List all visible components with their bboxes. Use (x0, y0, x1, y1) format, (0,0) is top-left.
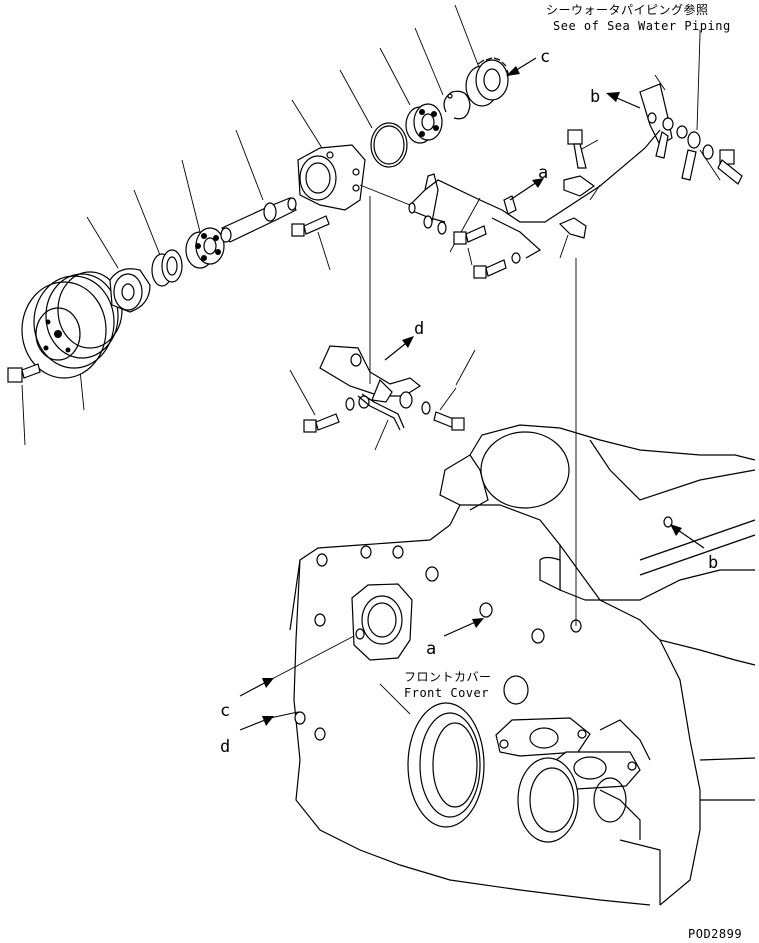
impeller-gear (465, 57, 510, 107)
clip-bolt (453, 225, 521, 279)
housing-bolt (291, 215, 330, 237)
front-cover-leader (379, 683, 411, 715)
pump-housing (297, 144, 411, 211)
callout-d-lower: d (220, 737, 230, 757)
lower-bracket (319, 196, 431, 431)
bearing (185, 227, 225, 269)
leader-lines (21, 4, 721, 451)
sea-water-en-label: See of Sea Water Piping (553, 19, 731, 33)
o-ring (370, 122, 408, 168)
lower-bolt-left (303, 413, 340, 433)
bracket-b (639, 83, 743, 185)
drawing-number: POD2899 (688, 927, 742, 941)
arrow-a-lower (443, 618, 484, 637)
callout-c-top: c (540, 47, 550, 67)
callout-a-top: a (538, 163, 548, 183)
callout-d-mid: d (414, 319, 424, 339)
clamp-top (558, 175, 596, 239)
callout-b-right: b (708, 553, 718, 573)
arrow-a-top (509, 178, 544, 201)
arrow-c-lower (239, 635, 355, 697)
snap-ring (443, 90, 471, 120)
bolt-top-right (567, 129, 587, 169)
callout-b-top: b (590, 87, 600, 107)
callout-c-lower: c (220, 701, 230, 721)
impeller-bearing (405, 103, 443, 144)
water-pipe-assembly (408, 129, 661, 259)
front-cover-jp-label: フロントカバー (404, 670, 492, 684)
front-cover-en-label: Front Cover (404, 686, 489, 700)
arrow-b-top (606, 92, 641, 109)
shaft (220, 197, 297, 243)
arrow-c-top (506, 57, 537, 76)
pulley (21, 271, 123, 379)
seal-ring (151, 249, 183, 287)
front-cover (289, 258, 756, 906)
arrow-b-right (670, 524, 705, 549)
callout-a-lower: a (426, 639, 436, 659)
sea-water-jp-label: シーウォータパイピング参照 (546, 2, 709, 17)
pulley-bolt (7, 363, 41, 383)
hub-flange (109, 268, 151, 313)
lower-bolt-right (433, 411, 465, 431)
arrow-d-lower (239, 711, 299, 731)
